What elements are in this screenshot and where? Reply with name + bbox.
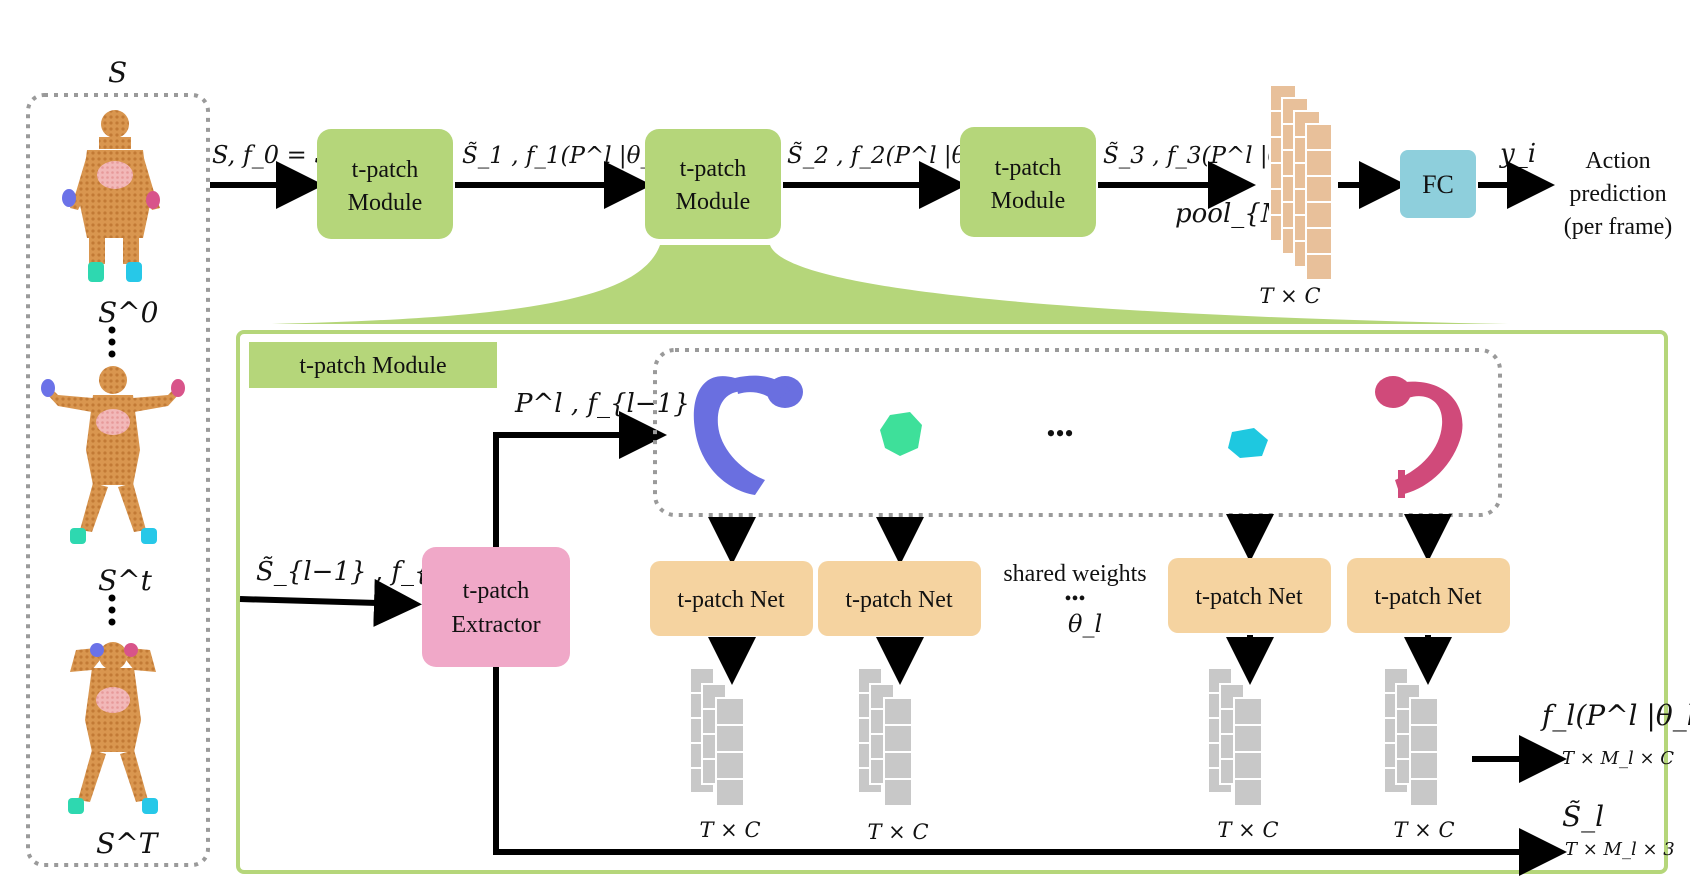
shared-weights-label: shared weights [1003, 561, 1146, 587]
frame-label-sT: S^T [96, 827, 160, 860]
feature-dims-1: T × C [699, 818, 760, 842]
module-1-line1: t-patch [352, 157, 419, 183]
shared-weights-ellipsis: ••• [1064, 588, 1085, 610]
module-2-line2: Module [676, 189, 751, 215]
module-1-line2: Module [348, 190, 423, 216]
t-patch-module-2: t-patch Module [645, 129, 781, 239]
human-mesh-frame-T [68, 642, 158, 814]
input-panel-border [26, 93, 210, 867]
input-panel-title: S [108, 56, 127, 89]
t-patch-net-2: t-patch Net [818, 561, 981, 636]
prediction-line-3: (per frame) [1564, 214, 1673, 240]
arrow-extractor-to-output-points [493, 667, 1567, 876]
patch-green-foot [880, 412, 922, 456]
net-2-label: t-patch Net [845, 587, 953, 613]
module-detail-title: t-patch Module [299, 353, 446, 379]
output-feature-dims: T × M_l × C [1562, 748, 1674, 769]
pooled-feature-stack [1269, 84, 1333, 281]
patch-pink-arm [1375, 376, 1463, 498]
zoom-connector [272, 245, 1508, 324]
human-mesh-frame-t [41, 366, 185, 544]
t-patch-net-4: t-patch Net [1347, 558, 1510, 633]
fc-layer: FC [1400, 150, 1476, 218]
feature-stack-3 [1207, 667, 1263, 807]
feature-dims-2: T × C [867, 820, 928, 844]
feature-stack-4 [1383, 667, 1439, 807]
frame-label-st: S^t [98, 564, 153, 597]
patches-panel [653, 348, 1502, 517]
fc-output-label: y_i [1499, 139, 1536, 169]
prediction-line-2: prediction [1569, 181, 1666, 207]
module-detail-title-box [249, 342, 497, 388]
t-patch-extractor: t-patch Extractor [422, 547, 570, 667]
feature-stack-2 [857, 667, 913, 807]
vertical-ellipsis-1 [108, 326, 116, 358]
input-sequence-panel: S S^0 [26, 56, 210, 867]
t-patch-net-3: t-patch Net [1168, 558, 1331, 633]
vertical-ellipsis-2 [108, 594, 116, 626]
output-feature-label: f_l(P^l |θ_l) [1540, 699, 1690, 732]
t-patch-module-3: t-patch Module [960, 127, 1096, 237]
pool-dims: T × C [1259, 284, 1320, 308]
module-3-line1: t-patch [995, 155, 1062, 181]
frame-label-s0: S^0 [98, 296, 158, 329]
patch-blue-arm [693, 375, 803, 495]
module-3-line2: Module [991, 188, 1066, 214]
feature-stack-1 [689, 667, 745, 807]
t-patch-module-1: t-patch Module [317, 129, 453, 239]
arrow-extractor-to-patches [493, 411, 667, 547]
extractor-line1: t-patch [463, 578, 530, 604]
net-3-label: t-patch Net [1195, 584, 1303, 610]
output-points-dims: T × M_l × 3 [1565, 839, 1675, 860]
output-points-label: S̃_l [1562, 800, 1604, 833]
human-mesh-frame-0 [62, 110, 160, 282]
module-2-line1: t-patch [680, 156, 747, 182]
input-label: S, f_0 = S [212, 141, 331, 169]
theta-label: θ_l [1068, 610, 1102, 638]
t-patch-net-1: t-patch Net [650, 561, 813, 636]
patches-ellipsis: ••• [1046, 419, 1073, 448]
net-4-label: t-patch Net [1374, 584, 1482, 610]
feature-dims-4: T × C [1393, 818, 1454, 842]
arrow-input-to-extractor [239, 578, 422, 627]
module-detail-panel [236, 330, 1668, 874]
patch-label: P^l , f_{l−1} [514, 389, 690, 419]
patch-cyan-foot [1228, 428, 1268, 458]
edge-label-1: S̃_1 , f_1(P^l |θ_1) [462, 143, 676, 169]
fc-label: FC [1422, 170, 1454, 199]
prediction-line-1: Action [1585, 148, 1650, 174]
net-1-label: t-patch Net [677, 587, 785, 613]
extractor-line2: Extractor [451, 612, 540, 638]
feature-dims-3: T × C [1217, 818, 1278, 842]
